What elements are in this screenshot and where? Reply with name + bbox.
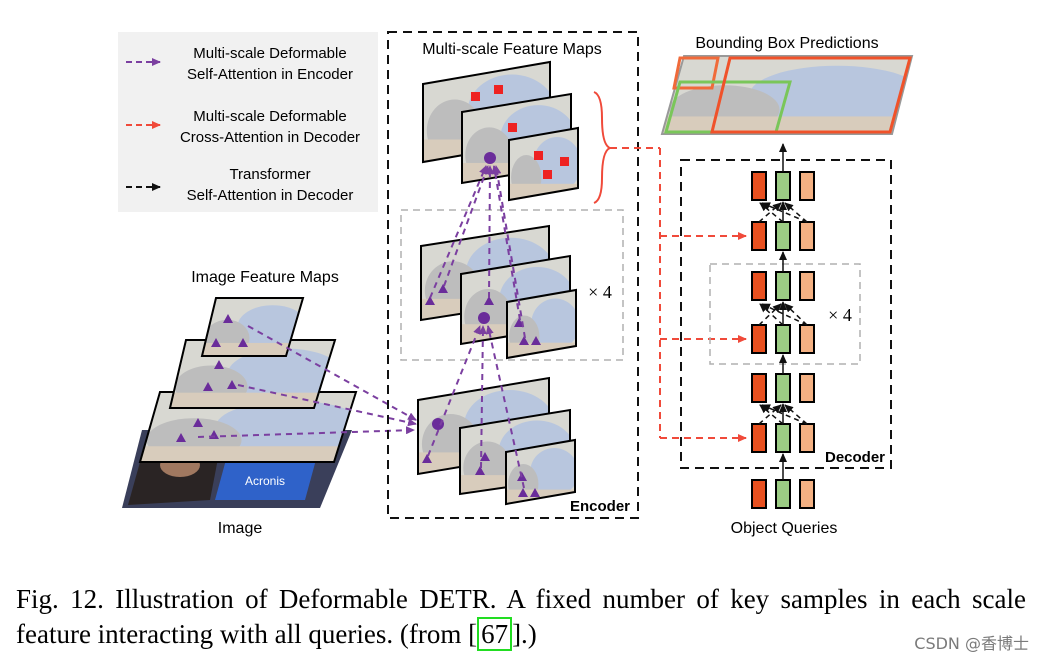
legend-label: Self-Attention in Decoder	[187, 187, 354, 204]
legend: Multi-scale Deformable Self-Attention in…	[118, 32, 378, 212]
encoder-attention-arrows	[427, 165, 526, 489]
sampling-offset-points	[471, 85, 569, 179]
deformable-detr-diagram: Multi-scale Deformable Self-Attention in…	[118, 31, 914, 537]
legend-background	[118, 32, 378, 212]
legend-label: Multi-scale Deformable	[193, 108, 346, 125]
reference-point	[484, 152, 496, 164]
encoder-repeat-label: × 4	[588, 282, 612, 302]
object-queries-label: Object Queries	[731, 520, 838, 537]
feature-brace	[593, 91, 613, 204]
image-label: Image	[218, 520, 263, 537]
legend-label: Transformer	[229, 166, 310, 183]
output-feature-maps	[422, 60, 579, 202]
decoder-repeat-box	[709, 263, 861, 365]
cross-attention-arrows	[610, 147, 747, 442]
image-to-encoder-arrows	[197, 325, 417, 438]
input-feature-maps	[417, 376, 576, 506]
prediction-image	[660, 55, 914, 135]
figure-caption: Fig. 12. Illustration of Deformable DETR…	[16, 582, 1026, 652]
decoder-label: Decoder	[825, 449, 885, 466]
reference-link[interactable]: 67	[477, 617, 513, 651]
watermark: CSDN @香博士	[914, 634, 1029, 653]
decoder-self-attention-arrows	[758, 202, 808, 425]
multi-scale-feature-maps-label: Multi-scale Feature Maps	[422, 41, 602, 58]
encoder-repeat-box	[400, 209, 624, 361]
bounding-box-predictions-label: Bounding Box Predictions	[695, 35, 878, 52]
image-feature-maps-label: Image Feature Maps	[191, 269, 339, 286]
legend-label: Cross-Attention in Decoder	[180, 129, 360, 146]
encoder-box	[387, 31, 639, 519]
decoder-box	[680, 159, 892, 469]
encoder-label: Encoder	[570, 498, 630, 515]
legend-item-transformer-self-attention: Transformer Self-Attention in Decoder	[126, 166, 353, 204]
legend-item-decoder-cross-attention: Multi-scale Deformable Cross-Attention i…	[126, 108, 360, 146]
object-query-blocks	[751, 479, 815, 509]
predicted-box	[672, 56, 720, 90]
caption-suffix: ].)	[512, 619, 537, 649]
jersey-text: Acronis	[245, 474, 285, 488]
legend-item-encoder-self-attention: Multi-scale Deformable Self-Attention in…	[126, 45, 353, 83]
decoder-repeat-label: × 4	[828, 305, 852, 325]
caption-text: Fig. 12. Illustration of Deformable DETR…	[16, 584, 1026, 649]
predicted-box	[710, 56, 912, 134]
reference-point	[478, 312, 490, 324]
legend-label: Multi-scale Deformable	[193, 45, 346, 62]
legend-label: Self-Attention in Encoder	[187, 66, 353, 83]
